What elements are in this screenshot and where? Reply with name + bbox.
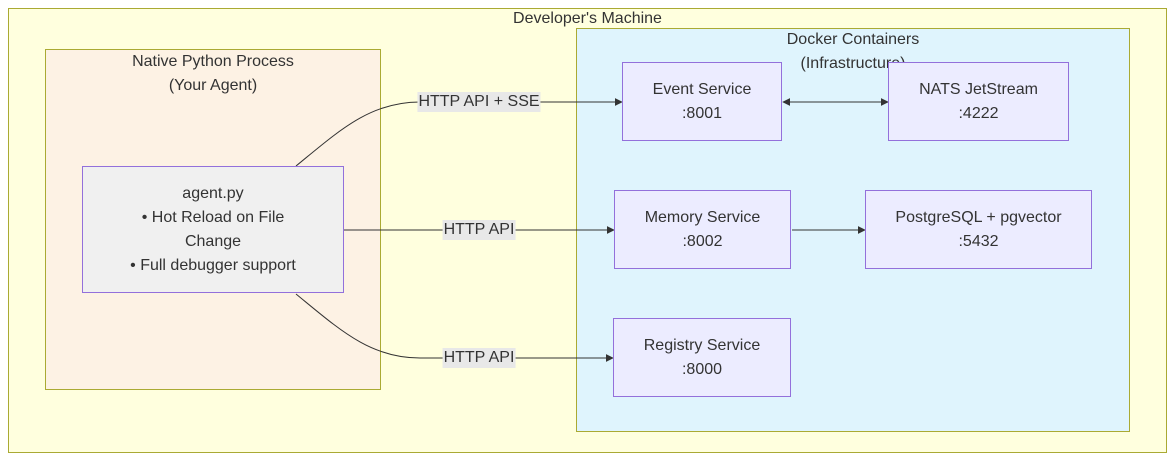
node-registry-service: Registry Service :8000 [613, 318, 791, 397]
node-agent-line1: agent.py [182, 184, 244, 202]
node-agent-line3: Change [184, 232, 242, 250]
node-memory-name: Memory Service [644, 208, 761, 226]
cluster-title-docker-line2: (Infrastructure) [800, 55, 906, 72]
edge-agent-to-event-service [295, 98, 623, 167]
cluster-title-docker-line1: Docker Containers [786, 31, 920, 48]
node-agent-line2: • Hot Reload on File [141, 208, 285, 226]
node-registry-name: Registry Service [643, 336, 761, 354]
node-nats-port: :4222 [958, 104, 999, 122]
edge-label-agent-event: HTTP API + SSE [417, 92, 541, 112]
cluster-title-native-line1: Native Python Process [132, 53, 294, 70]
edge-agent-to-registry-service [295, 293, 614, 362]
edge-label-agent-registry: HTTP API [442, 348, 516, 368]
node-postgres-port: :5432 [958, 232, 999, 250]
node-nats-jetstream: NATS JetStream :4222 [888, 62, 1069, 141]
cluster-title-native-line2: (Your Agent) [168, 77, 258, 94]
node-agent-line4: • Full debugger support [130, 256, 296, 274]
node-memory-port: :8002 [682, 232, 723, 250]
node-agent-py: agent.py • Hot Reload on File Change • F… [82, 166, 344, 293]
node-postgresql-pgvector: PostgreSQL + pgvector :5432 [865, 190, 1092, 269]
cluster-title-docker-containers: Docker Containers (Infrastructure) [577, 28, 1129, 76]
node-event-service: Event Service :8001 [622, 62, 782, 141]
node-registry-port: :8000 [681, 360, 723, 378]
node-event-port: :8001 [681, 104, 723, 122]
node-postgres-name: PostgreSQL + pgvector [895, 208, 1062, 226]
cluster-title-native-python-process: Native Python Process (Your Agent) [46, 50, 380, 98]
cluster-title-developers-machine: Developer's Machine [513, 10, 662, 27]
node-nats-name: NATS JetStream [919, 80, 1038, 98]
node-memory-service: Memory Service :8002 [614, 190, 791, 269]
node-event-name: Event Service [652, 80, 752, 98]
edge-label-agent-memory: HTTP API [442, 220, 516, 240]
